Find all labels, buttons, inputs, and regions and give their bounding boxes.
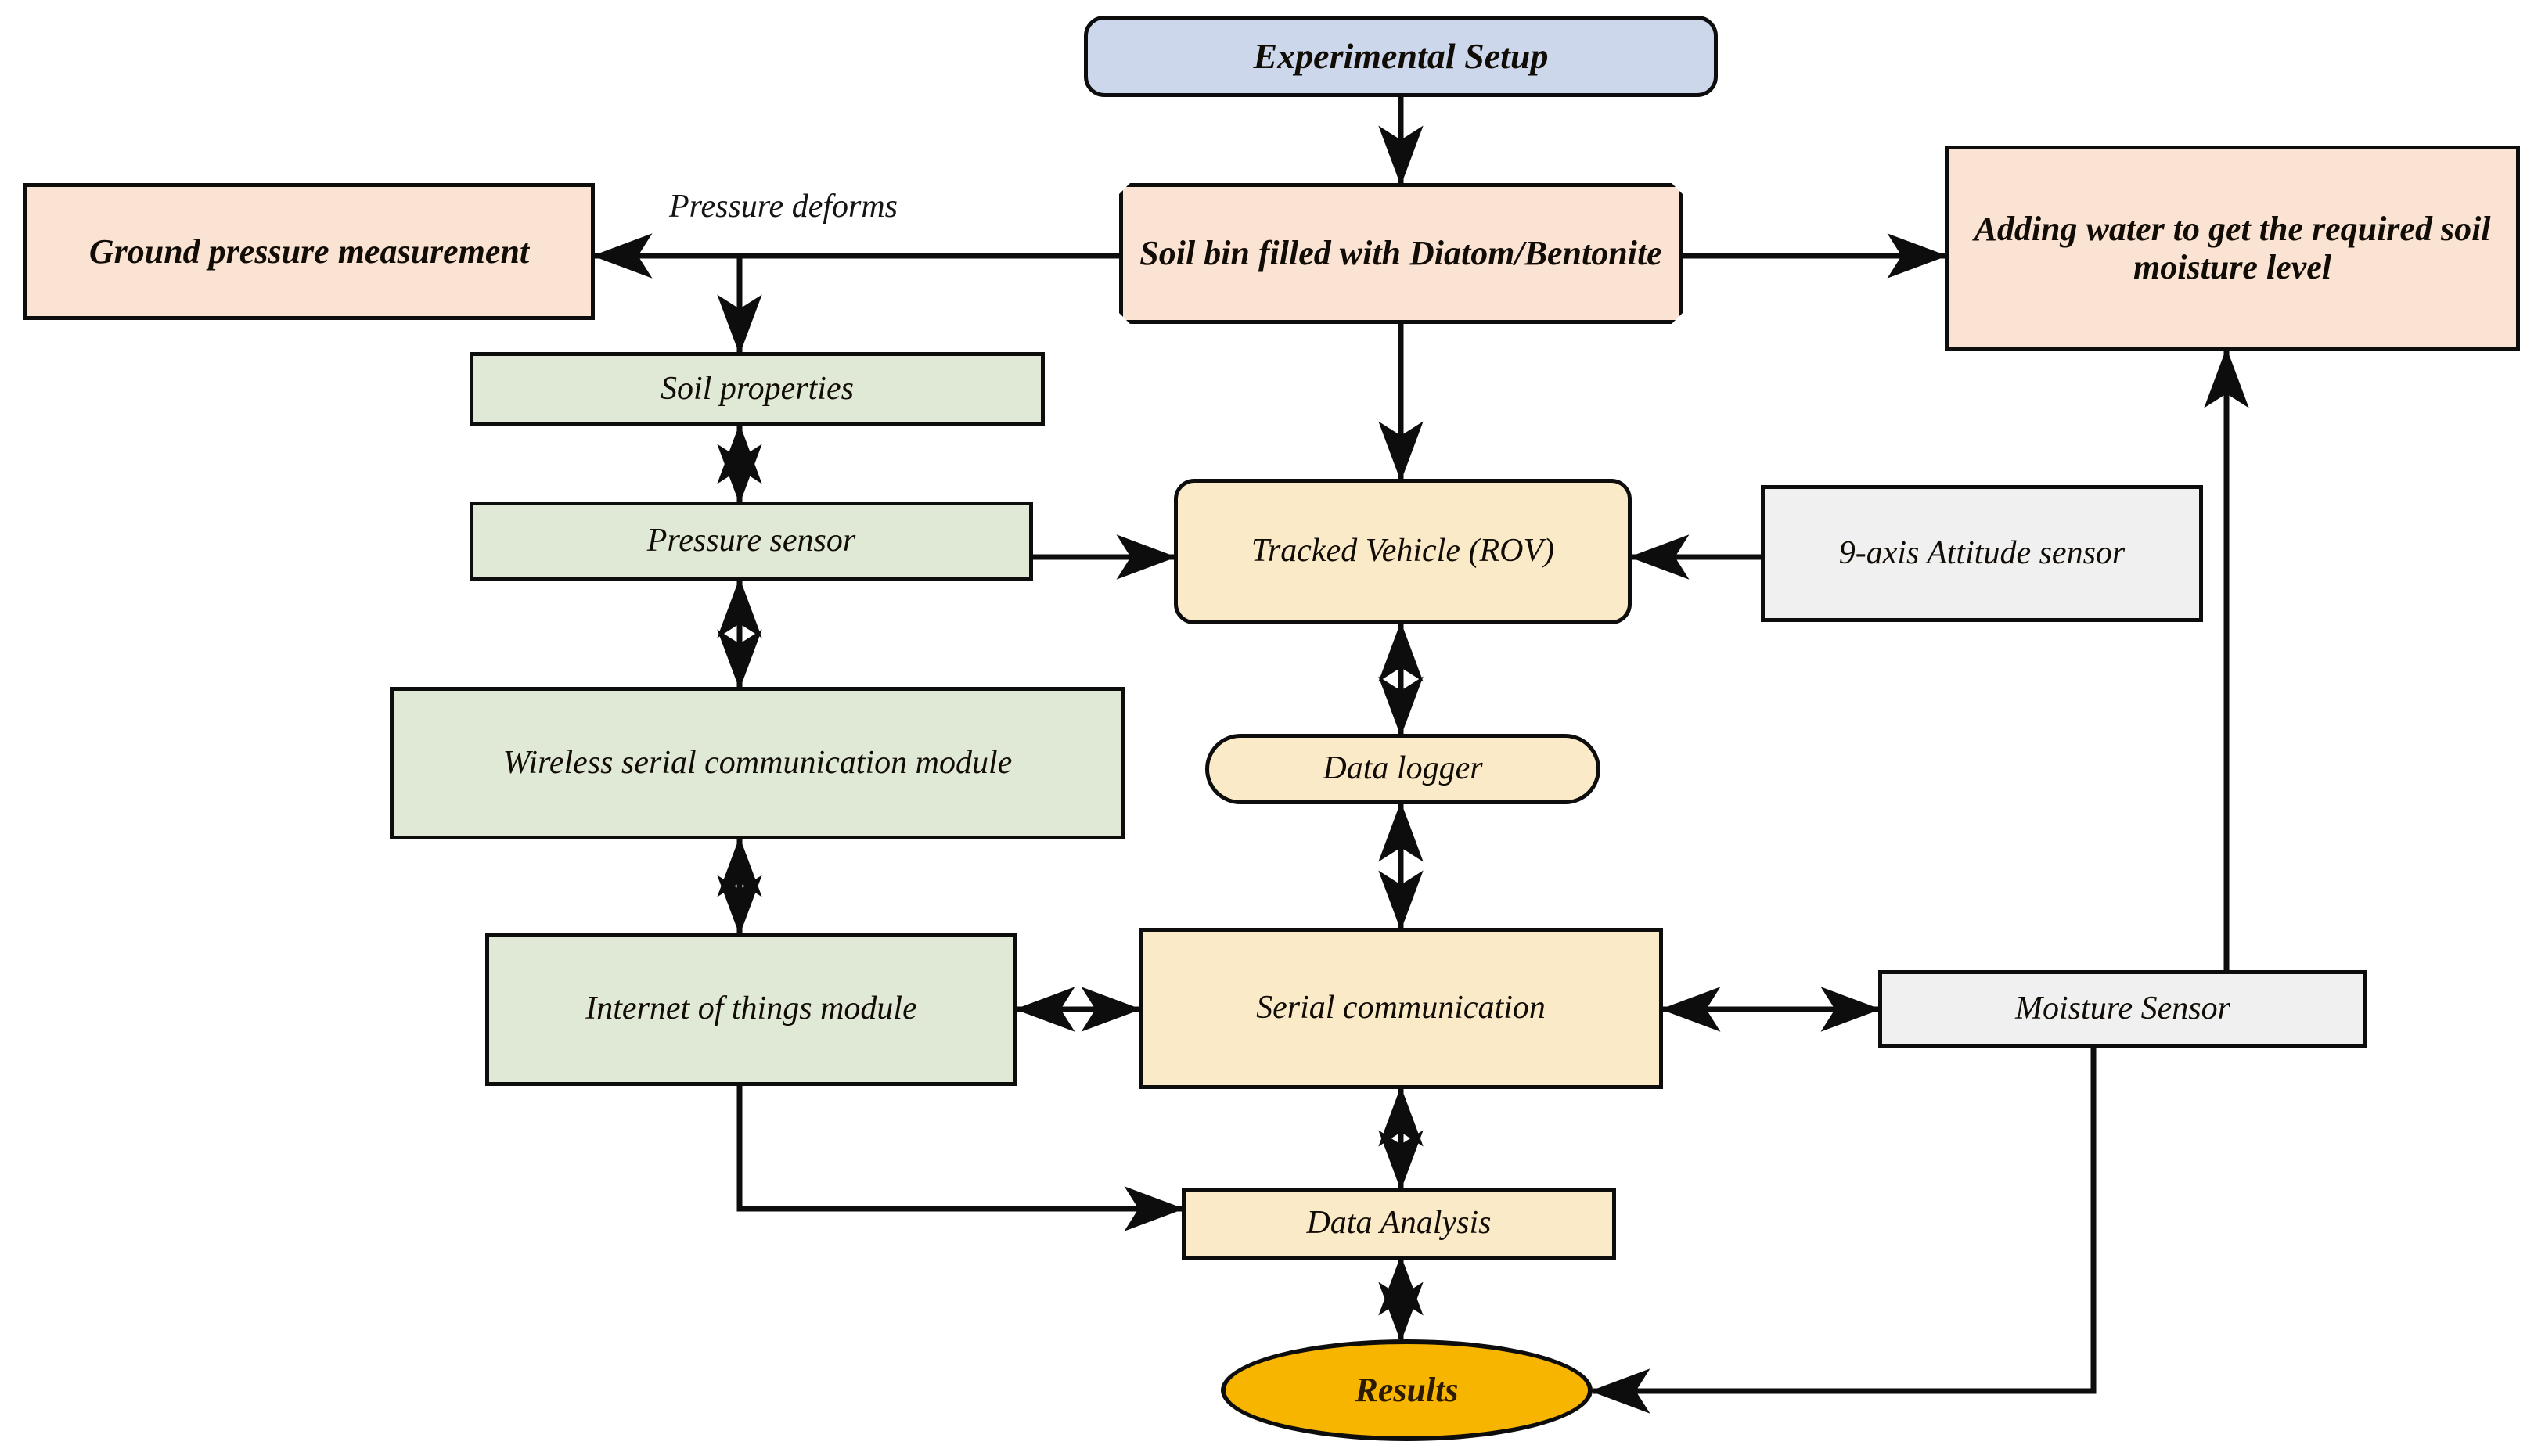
edge-moisturesensor-to-results	[1589, 1048, 2097, 1414]
edge-iot-to-dataanalysis	[736, 1086, 1185, 1231]
node-internet-of-things-module[interactable]: Internet of things module	[485, 933, 1017, 1086]
node-results-label: Results	[1355, 1371, 1459, 1410]
node-wireless-serial-communication-module[interactable]: Wireless serial communication module	[390, 687, 1125, 839]
node-wireless-serial-communication-module-label: Wireless serial communication module	[502, 744, 1013, 781]
node-moisture-sensor[interactable]: Moisture Sensor	[1878, 970, 2367, 1048]
node-soil-properties-label: Soil properties	[661, 370, 854, 407]
node-pressure-sensor-label: Pressure sensor	[646, 522, 856, 559]
node-experimental-setup[interactable]: Experimental Setup	[1084, 16, 1718, 97]
node-data-logger-label: Data logger	[1323, 750, 1483, 787]
node-soil-bin-label: Soil bin filled with Diatom/Bentonite	[1139, 234, 1662, 273]
node-ground-pressure-measurement[interactable]: Ground pressure measurement	[23, 183, 595, 320]
node-adding-water-label: Adding water to get the required soil mo…	[1974, 209, 2491, 286]
node-serial-communication-label: Serial communication	[1256, 990, 1546, 1026]
node-moisture-sensor-label: Moisture Sensor	[2015, 990, 2230, 1027]
node-attitude-sensor-label: 9-axis Attitude sensor	[1838, 534, 2126, 571]
node-tracked-vehicle-label: Tracked Vehicle (ROV)	[1251, 533, 1555, 570]
node-data-analysis[interactable]: Data Analysis	[1182, 1188, 1616, 1260]
node-data-analysis-label: Data Analysis	[1306, 1205, 1492, 1242]
node-serial-communication[interactable]: Serial communication	[1139, 928, 1663, 1089]
edge-label-pressure-deforms: Pressure deforms	[669, 189, 898, 225]
node-data-logger[interactable]: Data logger	[1205, 734, 1600, 804]
node-pressure-sensor[interactable]: Pressure sensor	[470, 502, 1033, 581]
node-soil-properties[interactable]: Soil properties	[470, 352, 1045, 426]
edge-moisturesensor-to-addingwater	[2090, 347, 2249, 981]
node-tracked-vehicle[interactable]: Tracked Vehicle (ROV)	[1174, 479, 1632, 624]
node-experimental-setup-label: Experimental Setup	[1253, 36, 1549, 77]
node-soil-bin[interactable]: Soil bin filled with Diatom/Bentonite	[1119, 183, 1683, 324]
node-adding-water[interactable]: Adding water to get the required soil mo…	[1945, 146, 2520, 351]
node-attitude-sensor[interactable]: 9-axis Attitude sensor	[1761, 485, 2203, 622]
node-ground-pressure-measurement-label: Ground pressure measurement	[88, 232, 530, 271]
node-results[interactable]: Results	[1221, 1339, 1593, 1441]
node-internet-of-things-module-label: Internet of things module	[585, 990, 917, 1027]
